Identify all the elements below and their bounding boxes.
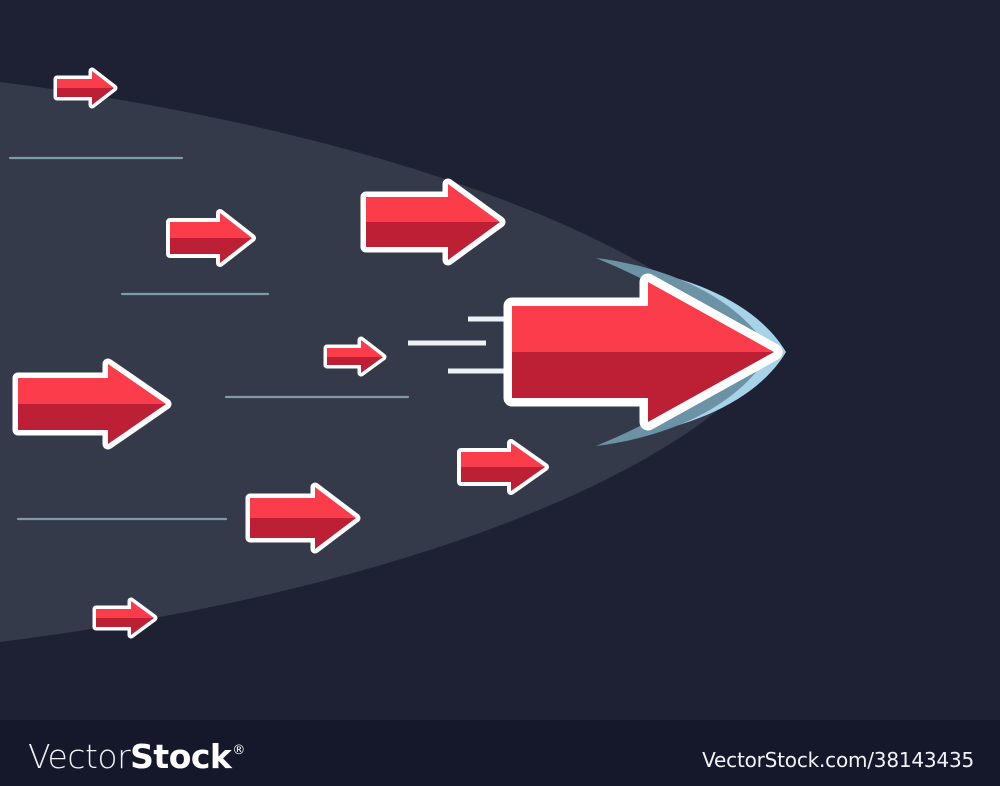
speed-lines-faint xyxy=(8,156,410,521)
registered-trademark-icon: ® xyxy=(232,743,245,758)
shockwave-inner xyxy=(596,258,770,446)
wedge-bottom xyxy=(0,530,1000,720)
arrow-small-upper xyxy=(166,209,256,267)
cone-outer-mask xyxy=(802,0,1000,720)
brand-name-bold: Stock xyxy=(130,737,232,776)
arrows-illustration xyxy=(0,0,1000,720)
brand-name-light: Vector xyxy=(28,737,131,776)
stock-item-url: VectorStock.com/38143435 xyxy=(702,748,974,772)
wedge-top xyxy=(0,0,1000,190)
